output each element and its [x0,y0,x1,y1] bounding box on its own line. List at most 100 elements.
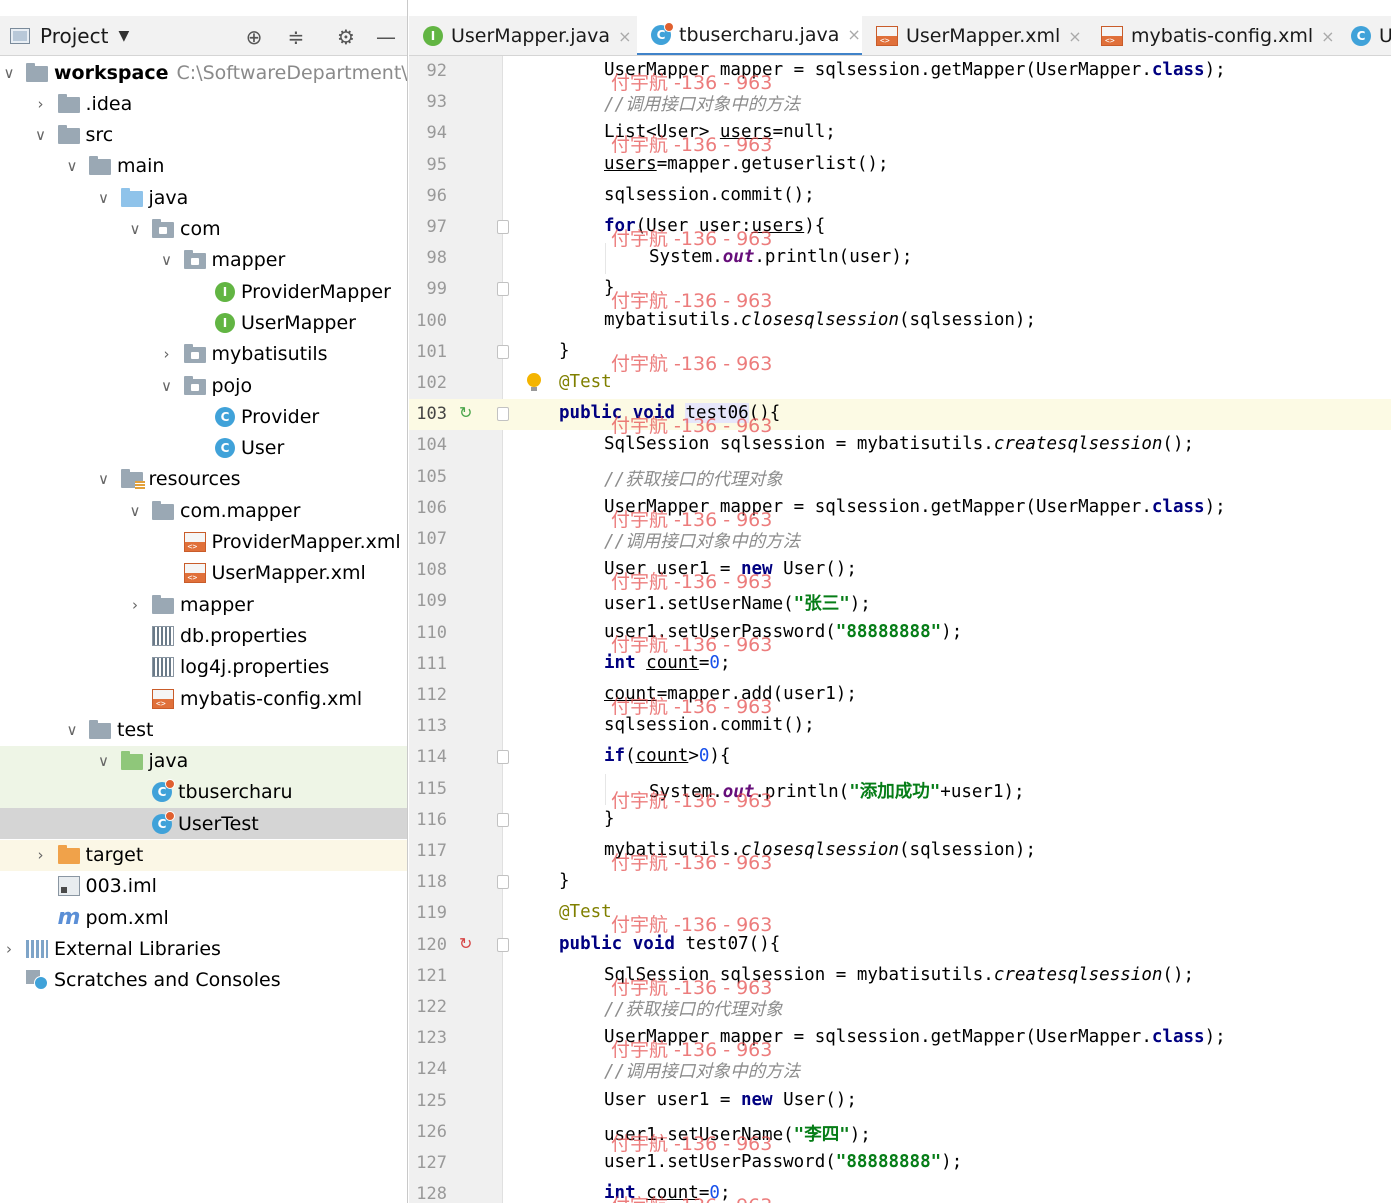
tree-item[interactable]: ›ProviderMapper.xml [0,527,407,558]
chevron-right-icon[interactable]: › [6,939,12,958]
tree-item[interactable]: ›mybatisutils [0,339,407,370]
tree-item[interactable]: ›log4j.properties [0,652,407,683]
tree-item[interactable]: ∨test [0,714,407,745]
tree-item[interactable]: ∨resources [0,464,407,495]
fold-marker-icon[interactable] [497,407,509,422]
fold-marker-icon[interactable] [497,812,509,827]
chevron-down-icon[interactable]: ∨ [98,752,109,771]
tree-item[interactable]: ∨pojo [0,370,407,401]
tree-item[interactable]: ∨com [0,214,407,245]
gear-icon[interactable]: ⚙ [337,25,355,49]
tree-item[interactable]: ›External Libraries [0,933,407,964]
run-test-icon[interactable] [459,403,481,425]
code-line[interactable]: 103public void test06(){ [409,399,1391,431]
tree-item[interactable]: ›mapper [0,589,407,620]
code-line[interactable]: 101} [409,337,1391,368]
chevron-down-icon[interactable]: ∨ [66,157,78,176]
tree-item[interactable]: ∨java [0,745,407,777]
close-icon[interactable]: × [618,26,632,46]
chevron-down-icon[interactable]: ∨ [161,251,172,270]
run-test-icon[interactable] [459,934,481,956]
code-line[interactable]: 105//获取接口的代理对象 [409,462,1391,493]
code-line[interactable]: 118} [409,867,1391,898]
hide-panel-icon[interactable]: — [376,25,396,49]
code-line[interactable]: 124//调用接口对象中的方法 [409,1054,1391,1085]
chevron-down-icon[interactable]: ∨ [129,220,141,238]
fold-marker-icon[interactable] [497,220,509,234]
chevron-down-icon[interactable]: ∨ [66,720,78,739]
chevron-down-icon[interactable]: ∨ [35,126,46,145]
code-line[interactable]: 119@Test [409,898,1391,929]
tree-item[interactable]: ›target [0,839,407,871]
editor-tab[interactable]: CU [1337,16,1391,55]
tree-item[interactable]: ›mybatis-config.xml [0,683,407,714]
chevron-right-icon[interactable]: › [37,94,44,113]
chevron-down-icon[interactable]: ∨ [3,63,15,82]
chevron-down-icon[interactable]: ∨ [98,470,109,489]
collapse-all-icon[interactable]: ≑ [287,25,305,49]
code-line[interactable]: 107//调用接口对象中的方法 [409,524,1391,555]
tree-item[interactable]: ∨main [0,151,407,182]
fold-marker-icon[interactable] [497,875,509,890]
tree-item[interactable]: ›db.properties [0,620,407,651]
chevron-down-icon[interactable]: ∨ [129,501,141,520]
tree-item[interactable]: ∨java [0,182,407,213]
code-line[interactable]: 116} [409,805,1391,836]
code-line[interactable]: 120public void test07(){ [409,930,1391,961]
chevron-right-icon[interactable]: › [132,595,138,614]
code-line[interactable]: 99} [409,274,1391,305]
close-icon[interactable]: × [1068,26,1082,46]
fold-marker-icon[interactable] [497,282,509,297]
tree-item[interactable]: ∨mapper [0,245,407,276]
code-line[interactable]: 93//调用接口对象中的方法 [409,87,1391,118]
lightbulb-icon[interactable] [527,373,541,391]
fold-marker-icon[interactable] [497,937,509,952]
chevron-down-icon[interactable]: ∨ [161,376,172,395]
fold-marker-icon[interactable] [497,344,509,359]
project-view-selector[interactable]: Project ▼ [10,24,129,48]
chevron-right-icon[interactable]: › [37,846,44,864]
editor-tab[interactable]: UserMapper.xml× [862,16,1087,55]
tree-item[interactable]: ›.idea [0,88,407,119]
code-line[interactable]: 122//获取接口的代理对象 [409,992,1391,1023]
tree-item[interactable]: ›Scratches and Consoles [0,965,407,996]
chevron-down-icon[interactable]: ∨ [98,188,109,207]
tree-item[interactable]: ›003.iml [0,871,407,902]
tree-item[interactable]: ›UserMapper.xml [0,558,407,589]
fold-marker-icon[interactable] [497,750,509,765]
code-line[interactable]: 102@Test [409,368,1391,399]
locate-icon[interactable]: ⊕ [245,25,263,49]
close-icon[interactable]: × [1321,26,1335,46]
